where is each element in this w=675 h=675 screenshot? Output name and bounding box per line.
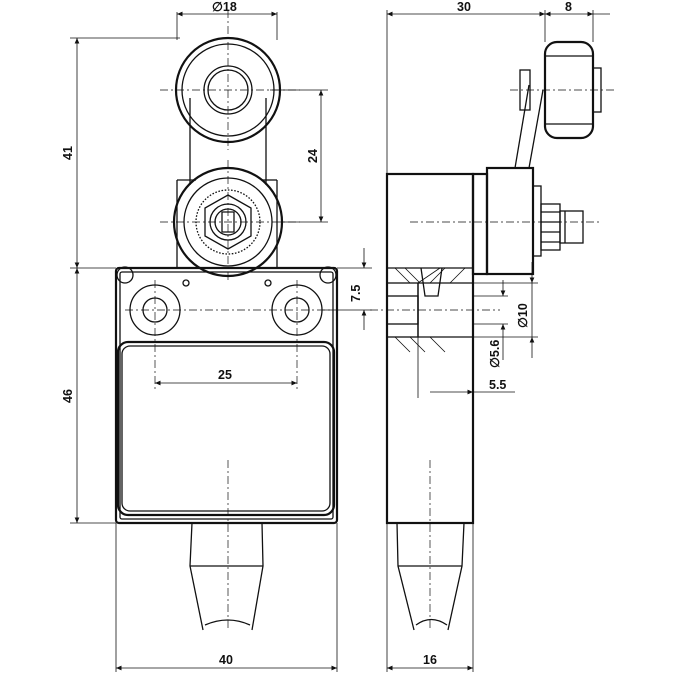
front-body — [114, 266, 339, 525]
dim-roller-diameter: ∅18 — [212, 0, 237, 14]
dim-bore-diameter: ∅10 — [516, 303, 530, 328]
dim-counterbore-depth: 5.5 — [489, 378, 506, 392]
side-lever-arm — [514, 69, 544, 169]
front-view — [114, 10, 339, 631]
dim-hole-spacing: 25 — [218, 368, 232, 382]
dim-hole-offset: 7.5 — [349, 285, 363, 302]
dim-side-body-width: 16 — [423, 653, 437, 667]
side-centerlines — [370, 89, 615, 630]
dim-roller-offset: 24 — [306, 149, 320, 163]
dim-body-height: 46 — [61, 389, 75, 403]
cover-plate — [116, 340, 336, 517]
dim-roller-width: 8 — [565, 0, 572, 14]
front-cable-gland — [189, 522, 264, 631]
side-dimensions: 30 8 ∅10 ∅5.6 5.5 16 — [386, 0, 610, 672]
dim-lever-length: 41 — [61, 146, 75, 160]
side-view — [370, 40, 615, 631]
side-body — [385, 172, 475, 525]
dim-mount-hole-diameter: ∅5.6 — [488, 340, 502, 368]
dim-side-depth: 30 — [457, 0, 471, 14]
front-dimensions: ∅18 41 24 7.5 46 25 40 — [61, 0, 372, 672]
dim-body-width: 40 — [219, 653, 233, 667]
side-cable-gland — [396, 522, 465, 631]
front-centerlines — [125, 10, 330, 630]
side-actuator-head — [471, 166, 584, 276]
